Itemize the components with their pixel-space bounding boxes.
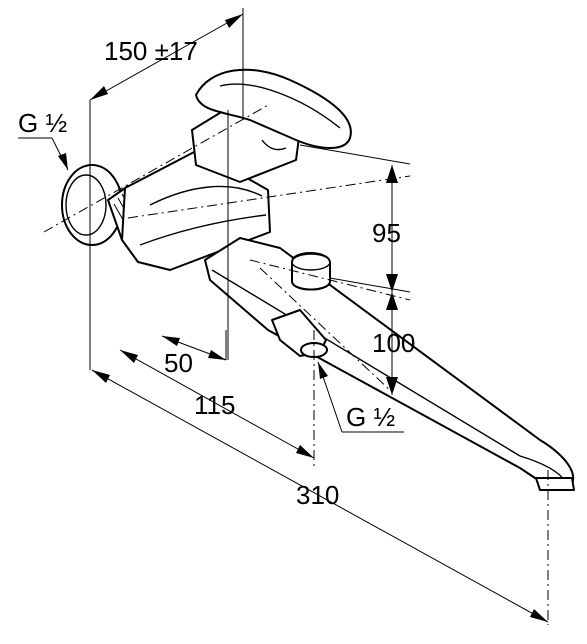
dimension-label-95: 95 bbox=[372, 218, 401, 248]
lever-handle bbox=[195, 68, 352, 149]
extension-lines bbox=[89, 8, 411, 395]
dimension-50 bbox=[161, 330, 227, 361]
diverter-knob bbox=[291, 252, 331, 291]
thread-label-inlet: G ½ bbox=[18, 108, 67, 138]
spout bbox=[204, 237, 575, 485]
dimension-label-115: 115 bbox=[194, 390, 235, 420]
dimension-label-150: 150 ±17 bbox=[104, 36, 198, 66]
center-lines bbox=[43, 103, 549, 625]
dimension-95 bbox=[386, 165, 398, 292]
outlet-thread-leader bbox=[317, 361, 404, 433]
inlet-thread-leader bbox=[18, 137, 69, 171]
dimension-label-50: 50 bbox=[164, 348, 193, 378]
faucet-illustration bbox=[61, 68, 575, 491]
dimension-100 bbox=[386, 292, 398, 395]
thread-label-outlet: G ½ bbox=[346, 402, 395, 432]
dimension-310 bbox=[91, 369, 549, 623]
aerator bbox=[535, 477, 575, 491]
dimension-label-100: 100 bbox=[372, 328, 415, 358]
dimension-115 bbox=[119, 349, 315, 459]
dimension-label-310: 310 bbox=[296, 480, 339, 510]
dimension-150 bbox=[89, 13, 244, 101]
